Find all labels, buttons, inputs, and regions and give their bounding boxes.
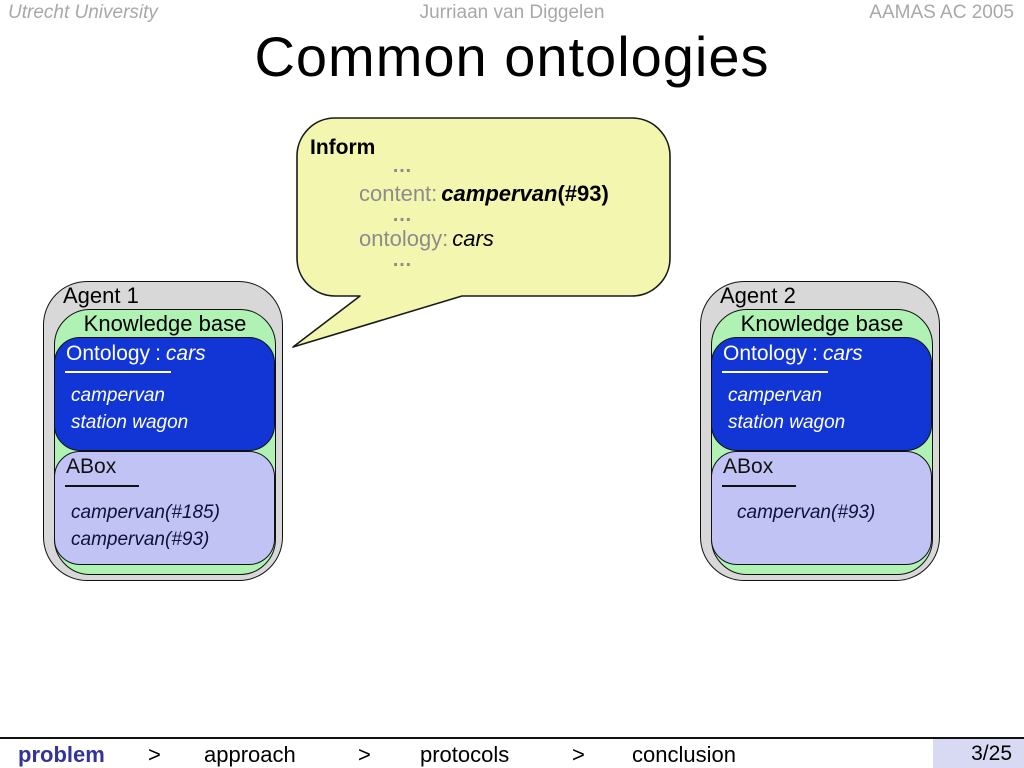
agent-1-ontology-box: Ontology:cars campervan station wagon: [54, 337, 275, 451]
abox-label: ABox: [723, 455, 774, 478]
bubble-content-label: content:: [359, 181, 438, 206]
abox-underline: [65, 485, 139, 487]
ontology-label: Ontology: [723, 342, 808, 365]
ontology-title: Ontology:cars: [723, 342, 863, 366]
abox-entry: campervan(#185): [71, 502, 220, 523]
agent-1-box: Agent 1 Knowledge base Ontology:cars cam…: [43, 281, 283, 581]
bubble-content-line: content:campervan(#93): [359, 181, 609, 207]
header-author: Jurriaan van Diggelen: [419, 2, 605, 23]
ontology-term: campervan: [71, 385, 165, 406]
ontology-term: campervan: [728, 385, 822, 406]
abox-label: ABox: [66, 455, 117, 478]
bubble-ellipsis: …: [392, 155, 415, 177]
slide-title: Common ontologies: [254, 25, 770, 88]
ontology-name: cars: [822, 342, 863, 365]
bubble-content-ref: (#93): [557, 181, 609, 206]
bubble-ellipsis: …: [392, 249, 415, 271]
footer-divider: [0, 737, 1024, 739]
ontology-name: cars: [165, 342, 206, 365]
agent-2-abox: ABox campervan(#93): [711, 451, 932, 565]
agent-2-ontology-box: Ontology:cars campervan station wagon: [711, 337, 932, 451]
bubble-ontology-label: ontology:: [359, 226, 449, 251]
abox-entry: campervan(#93): [71, 529, 210, 550]
ontology-term: station wagon: [71, 412, 189, 433]
page-number: 3/25: [971, 742, 1012, 765]
header-conference: AAMAS AC 2005: [869, 2, 1014, 23]
agent-1-label: Agent 1: [63, 283, 139, 308]
knowledge-base-label: Knowledge base: [83, 311, 247, 336]
nav-item-protocols[interactable]: protocols: [420, 742, 510, 767]
nav-separator: >: [572, 742, 585, 767]
bubble-performative: Inform: [310, 136, 376, 159]
nav-item-conclusion[interactable]: conclusion: [632, 742, 736, 767]
ontology-separator: :: [812, 342, 818, 365]
ontology-underline: [65, 371, 171, 373]
abox-entry: campervan(#93): [737, 502, 876, 523]
header-institution: Utrecht University: [8, 2, 158, 23]
ontology-underline: [722, 371, 828, 373]
agent-2-label: Agent 2: [720, 283, 796, 308]
bubble-ontology-value: cars: [452, 226, 494, 251]
nav-separator: >: [148, 742, 161, 767]
agent-2-knowledge-base: Knowledge base Ontology:cars campervan s…: [711, 309, 933, 575]
bubble-content-value: campervan: [441, 181, 558, 206]
ontology-title: Ontology:cars: [66, 342, 206, 366]
agent-1-knowledge-base: Knowledge base Ontology:cars campervan s…: [54, 309, 276, 575]
agent-2-box: Agent 2 Knowledge base Ontology:cars cam…: [700, 281, 940, 581]
ontology-separator: :: [155, 342, 161, 365]
bubble-ontology-line: ontology:cars: [359, 226, 494, 252]
nav-item-approach[interactable]: approach: [204, 742, 296, 767]
agent-1-abox: ABox campervan(#185) campervan(#93): [54, 451, 275, 565]
ontology-label: Ontology: [66, 342, 151, 365]
abox-underline: [722, 485, 796, 487]
nav-item-problem[interactable]: problem: [18, 742, 105, 767]
knowledge-base-label: Knowledge base: [740, 311, 904, 336]
ontology-term: station wagon: [728, 412, 846, 433]
page-number-badge: 3/25: [933, 739, 1024, 768]
nav-separator: >: [358, 742, 371, 767]
bubble-ellipsis: …: [392, 204, 415, 226]
